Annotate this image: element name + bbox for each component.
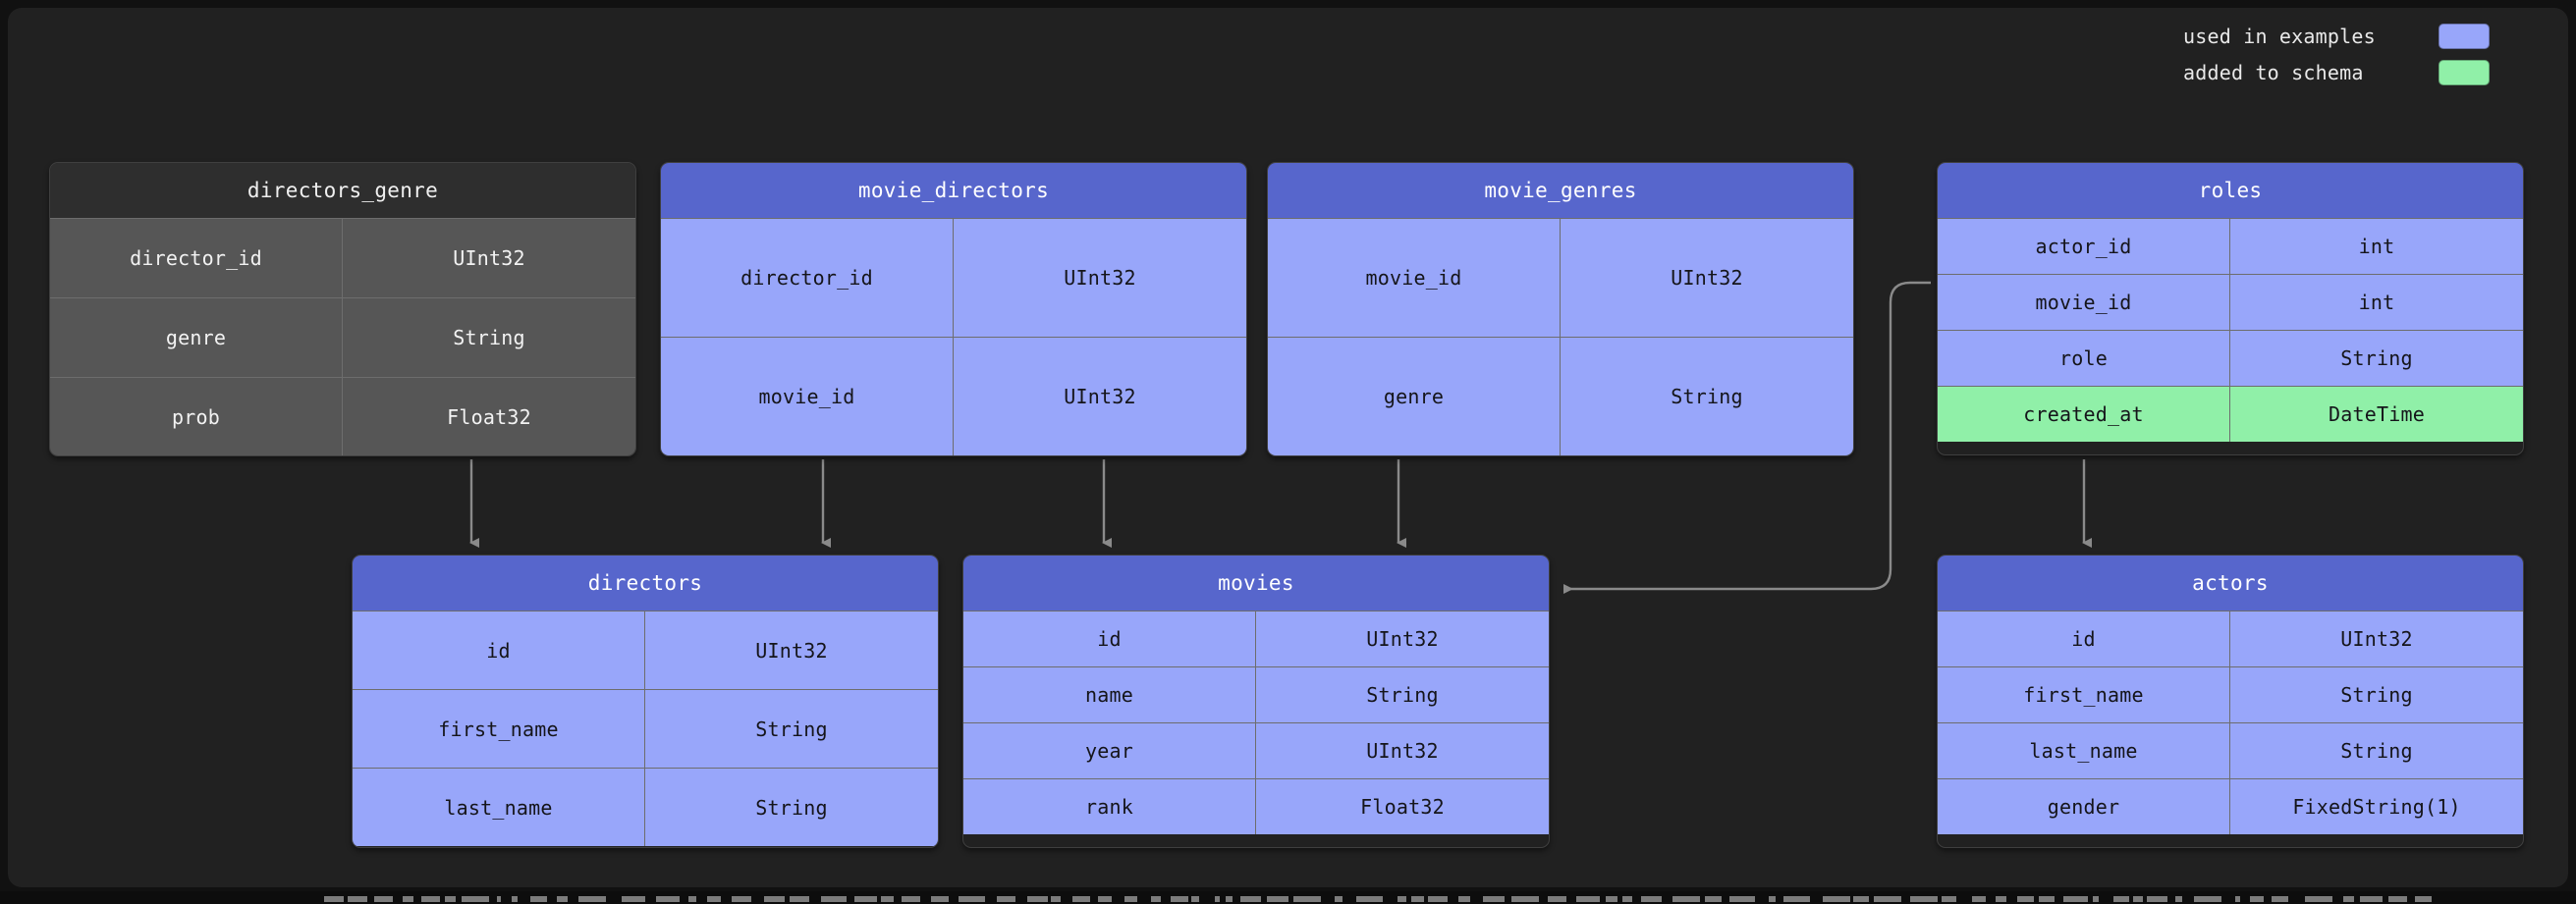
table-row[interactable]: prob Float32 [50, 377, 635, 456]
bottom-edge-strip [0, 891, 2576, 904]
table-movie-genres[interactable]: movie_genres movie_id UInt32 genre Strin… [1267, 162, 1854, 456]
column-name: role [1938, 331, 2230, 386]
table-row-added-to-schema[interactable]: created_at DateTime [1938, 386, 2523, 442]
table-directors-genre[interactable]: directors_genre director_id UInt32 genre… [49, 162, 636, 456]
table-row[interactable]: year UInt32 [963, 722, 1549, 778]
column-name: genre [50, 298, 343, 377]
column-type: Float32 [1256, 779, 1549, 834]
table-directors[interactable]: directors id UInt32 first_name String la… [352, 555, 939, 848]
column-type: int [2230, 275, 2523, 330]
column-name: id [1938, 612, 2230, 666]
table-title: directors [353, 556, 938, 611]
column-name: genre [1268, 338, 1561, 455]
table-row[interactable]: id UInt32 [353, 611, 938, 689]
column-type: UInt32 [954, 219, 1246, 337]
table-row[interactable]: first_name String [353, 689, 938, 768]
table-row[interactable]: id UInt32 [1938, 611, 2523, 666]
column-name: actor_id [1938, 219, 2230, 274]
legend: used in examples added to schema [2183, 24, 2490, 85]
table-title: directors_genre [50, 163, 635, 218]
column-name: gender [1938, 779, 2230, 834]
column-type: String [343, 298, 635, 377]
column-type: UInt32 [2230, 612, 2523, 666]
column-type: String [2230, 667, 2523, 722]
table-title: movie_genres [1268, 163, 1853, 218]
legend-label-used-in-examples: used in examples [2183, 25, 2417, 48]
table-row[interactable]: first_name String [1938, 666, 2523, 722]
column-name: id [353, 612, 645, 689]
table-title: movie_directors [661, 163, 1246, 218]
column-type: UInt32 [954, 338, 1246, 455]
column-type: String [645, 769, 938, 846]
column-type: UInt32 [1256, 612, 1549, 666]
column-type: FixedString(1) [2230, 779, 2523, 834]
legend-label-added-to-schema: added to schema [2183, 61, 2417, 84]
table-title: actors [1938, 556, 2523, 611]
table-title: roles [1938, 163, 2523, 218]
column-name: created_at [1938, 387, 2230, 442]
column-name: rank [963, 779, 1256, 834]
column-type: String [2230, 331, 2523, 386]
legend-item-used-in-examples: used in examples [2183, 24, 2490, 49]
table-roles[interactable]: roles actor_id int movie_id int role Str… [1937, 162, 2524, 455]
column-type: Float32 [343, 378, 635, 456]
table-row[interactable]: genre String [50, 297, 635, 377]
column-name: director_id [50, 219, 343, 297]
table-row[interactable]: last_name String [353, 768, 938, 846]
column-name: director_id [661, 219, 954, 337]
table-row[interactable]: rank Float32 [963, 778, 1549, 834]
table-row[interactable]: last_name String [1938, 722, 2523, 778]
table-row[interactable]: name String [963, 666, 1549, 722]
column-type: DateTime [2230, 387, 2523, 442]
column-type: int [2230, 219, 2523, 274]
table-row[interactable]: id UInt32 [963, 611, 1549, 666]
table-movies[interactable]: movies id UInt32 name String year UInt32… [962, 555, 1550, 848]
table-row[interactable]: movie_id UInt32 [661, 337, 1246, 455]
table-row[interactable]: actor_id int [1938, 218, 2523, 274]
column-name: last_name [353, 769, 645, 846]
table-row[interactable]: movie_id int [1938, 274, 2523, 330]
column-name: id [963, 612, 1256, 666]
table-row[interactable]: director_id UInt32 [661, 218, 1246, 337]
table-row[interactable]: movie_id UInt32 [1268, 218, 1853, 337]
table-movie-directors[interactable]: movie_directors director_id UInt32 movie… [660, 162, 1247, 456]
column-name: last_name [1938, 723, 2230, 778]
table-row[interactable]: director_id UInt32 [50, 218, 635, 297]
column-name: movie_id [661, 338, 954, 455]
column-name: first_name [1938, 667, 2230, 722]
legend-item-added-to-schema: added to schema [2183, 60, 2490, 85]
legend-swatch-used-in-examples [2439, 24, 2490, 49]
column-type: UInt32 [1256, 723, 1549, 778]
column-type: String [2230, 723, 2523, 778]
column-type: UInt32 [343, 219, 635, 297]
column-name: prob [50, 378, 343, 456]
table-row[interactable]: genre String [1268, 337, 1853, 455]
column-type: UInt32 [645, 612, 938, 689]
table-row[interactable]: gender FixedString(1) [1938, 778, 2523, 834]
column-type: String [1561, 338, 1853, 455]
column-name: year [963, 723, 1256, 778]
column-type: UInt32 [1561, 219, 1853, 337]
table-title: movies [963, 556, 1549, 611]
column-type: String [1256, 667, 1549, 722]
column-name: movie_id [1268, 219, 1561, 337]
table-actors[interactable]: actors id UInt32 first_name String last_… [1937, 555, 2524, 848]
legend-swatch-added-to-schema [2439, 60, 2490, 85]
column-name: name [963, 667, 1256, 722]
column-type: String [645, 690, 938, 768]
column-name: first_name [353, 690, 645, 768]
column-name: movie_id [1938, 275, 2230, 330]
table-row[interactable]: role String [1938, 330, 2523, 386]
